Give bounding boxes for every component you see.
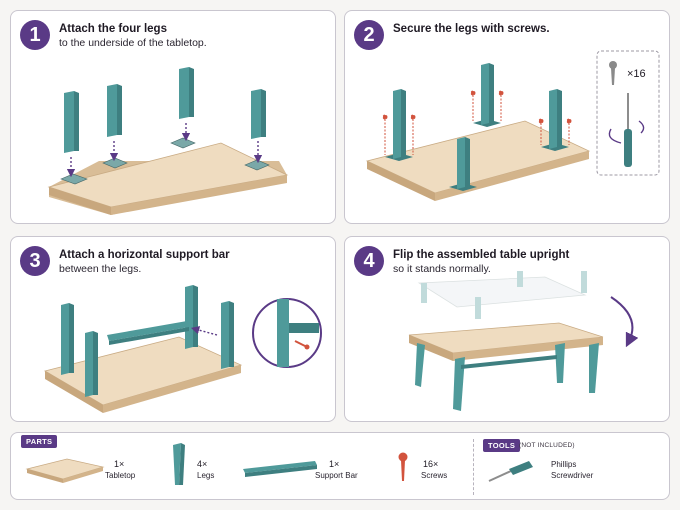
- leg-icon: [541, 89, 569, 151]
- step-number-badge: 4: [354, 246, 384, 276]
- screwdriver-icon: [608, 93, 645, 167]
- step-subtitle: to the underside of the tabletop.: [59, 37, 207, 49]
- step-1-panel: 1 Attach the four legs to the underside …: [10, 10, 336, 224]
- parts-illustrations: [25, 443, 533, 485]
- section-divider: [473, 439, 474, 495]
- leg-icon: [449, 137, 477, 191]
- leg-icon: [415, 343, 425, 387]
- support-bar-icon: [243, 461, 317, 477]
- parts-list: PARTS 1× Tabletop 4× Legs 1× Support Bar…: [10, 432, 670, 500]
- step-3-illustration: [43, 285, 322, 413]
- tabletop-icon: [25, 458, 105, 483]
- step-subtitle: so it stands normally.: [393, 263, 491, 275]
- leg-icon: [473, 63, 501, 127]
- tools-note: (NOT INCLUDED): [519, 442, 575, 449]
- support-bar-icon: [107, 321, 189, 345]
- tool-name: Phillips Screwdriver: [551, 460, 594, 480]
- leg-icon: [555, 343, 565, 383]
- part-quantity: 1×: [114, 459, 125, 469]
- leg-icon: [251, 89, 266, 139]
- step-title: Attach a horizontal support bar: [59, 249, 230, 261]
- part-name: Legs: [197, 471, 215, 480]
- screw-icon: [398, 452, 408, 481]
- leg-icon: [64, 91, 79, 153]
- screwdriver-icon: [488, 461, 533, 482]
- step-4-illustration: [408, 271, 639, 411]
- part-name: Tabletop: [105, 471, 136, 480]
- leg-icon: [453, 357, 465, 411]
- tools-label: TOOLS: [483, 439, 521, 452]
- parts-label: PARTS: [21, 435, 58, 448]
- part-quantity: 16×: [423, 459, 439, 469]
- step-3-panel: 3 Attach a horizontal support bar betwee…: [10, 236, 336, 422]
- leg-icon: [185, 285, 198, 349]
- step-subtitle: between the legs.: [59, 263, 142, 275]
- leg-icon: [173, 443, 185, 485]
- part-quantity: 1×: [329, 459, 340, 469]
- screw-icon: [609, 61, 617, 85]
- screw-count-label: ×16: [627, 68, 646, 80]
- step-title: Flip the assembled table upright: [393, 249, 570, 261]
- step-1-illustration: [47, 67, 289, 215]
- leg-icon: [385, 89, 413, 161]
- step-number-badge: 3: [20, 246, 50, 276]
- leg-icon: [61, 303, 74, 375]
- step-2-illustration: [365, 50, 660, 201]
- step-number-badge: 1: [20, 20, 50, 50]
- leg-icon: [85, 331, 98, 397]
- part-quantity: 4×: [197, 459, 208, 469]
- step-2-panel: 2 Secure the legs with screws. ×16: [344, 10, 670, 224]
- leg-icon: [221, 301, 234, 369]
- step-number-badge: 2: [354, 20, 384, 50]
- step-title: Attach the four legs: [59, 23, 167, 35]
- leg-icon: [589, 343, 599, 393]
- part-name: Support Bar: [315, 471, 358, 480]
- leg-icon: [179, 67, 194, 119]
- leg-icon: [107, 84, 122, 137]
- step-4-panel: 4 Flip the assembled table upright so it…: [344, 236, 670, 422]
- part-name: Screws: [421, 471, 448, 480]
- step-title: Secure the legs with screws.: [393, 23, 550, 35]
